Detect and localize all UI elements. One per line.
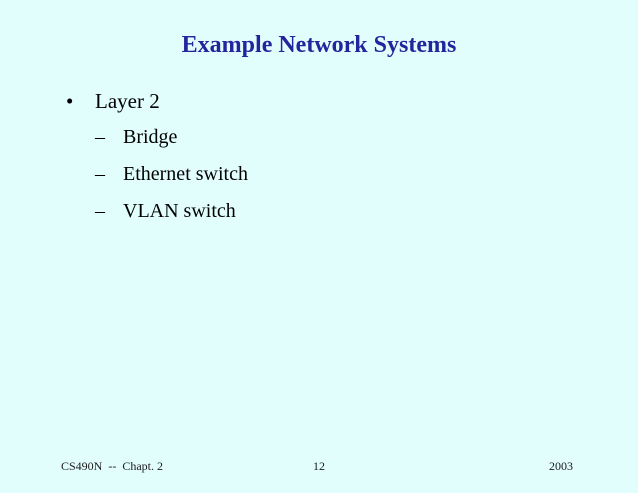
sub-bullet-marker: – [95, 200, 105, 222]
sub-bullet-text: VLAN switch [123, 200, 236, 222]
bullet-text: Layer 2 [95, 89, 160, 113]
slide-footer: 12 CS490N -- Chapt. 2 2003 [0, 460, 638, 476]
sub-bullet-text: Ethernet switch [123, 163, 248, 185]
sub-bullet-marker: – [95, 126, 105, 148]
page-number: 12 [313, 459, 325, 473]
slide-title: Example Network Systems [181, 32, 457, 58]
bullet-marker: • [66, 89, 74, 113]
slide-body: • Layer 2 – Bridge – Ethernet switch – V… [0, 90, 638, 237]
sub-bullet-item: – Bridge [0, 126, 638, 148]
footer-year: 2003 [549, 459, 573, 473]
sub-bullet-item: – VLAN switch [0, 200, 638, 222]
sub-bullet-item: – Ethernet switch [0, 163, 638, 185]
bullet-item: • Layer 2 [0, 90, 638, 113]
footer-course-label: CS490N -- Chapt. 2 [61, 459, 163, 473]
sub-bullet-marker: – [95, 163, 105, 185]
sub-bullet-text: Bridge [123, 126, 178, 148]
